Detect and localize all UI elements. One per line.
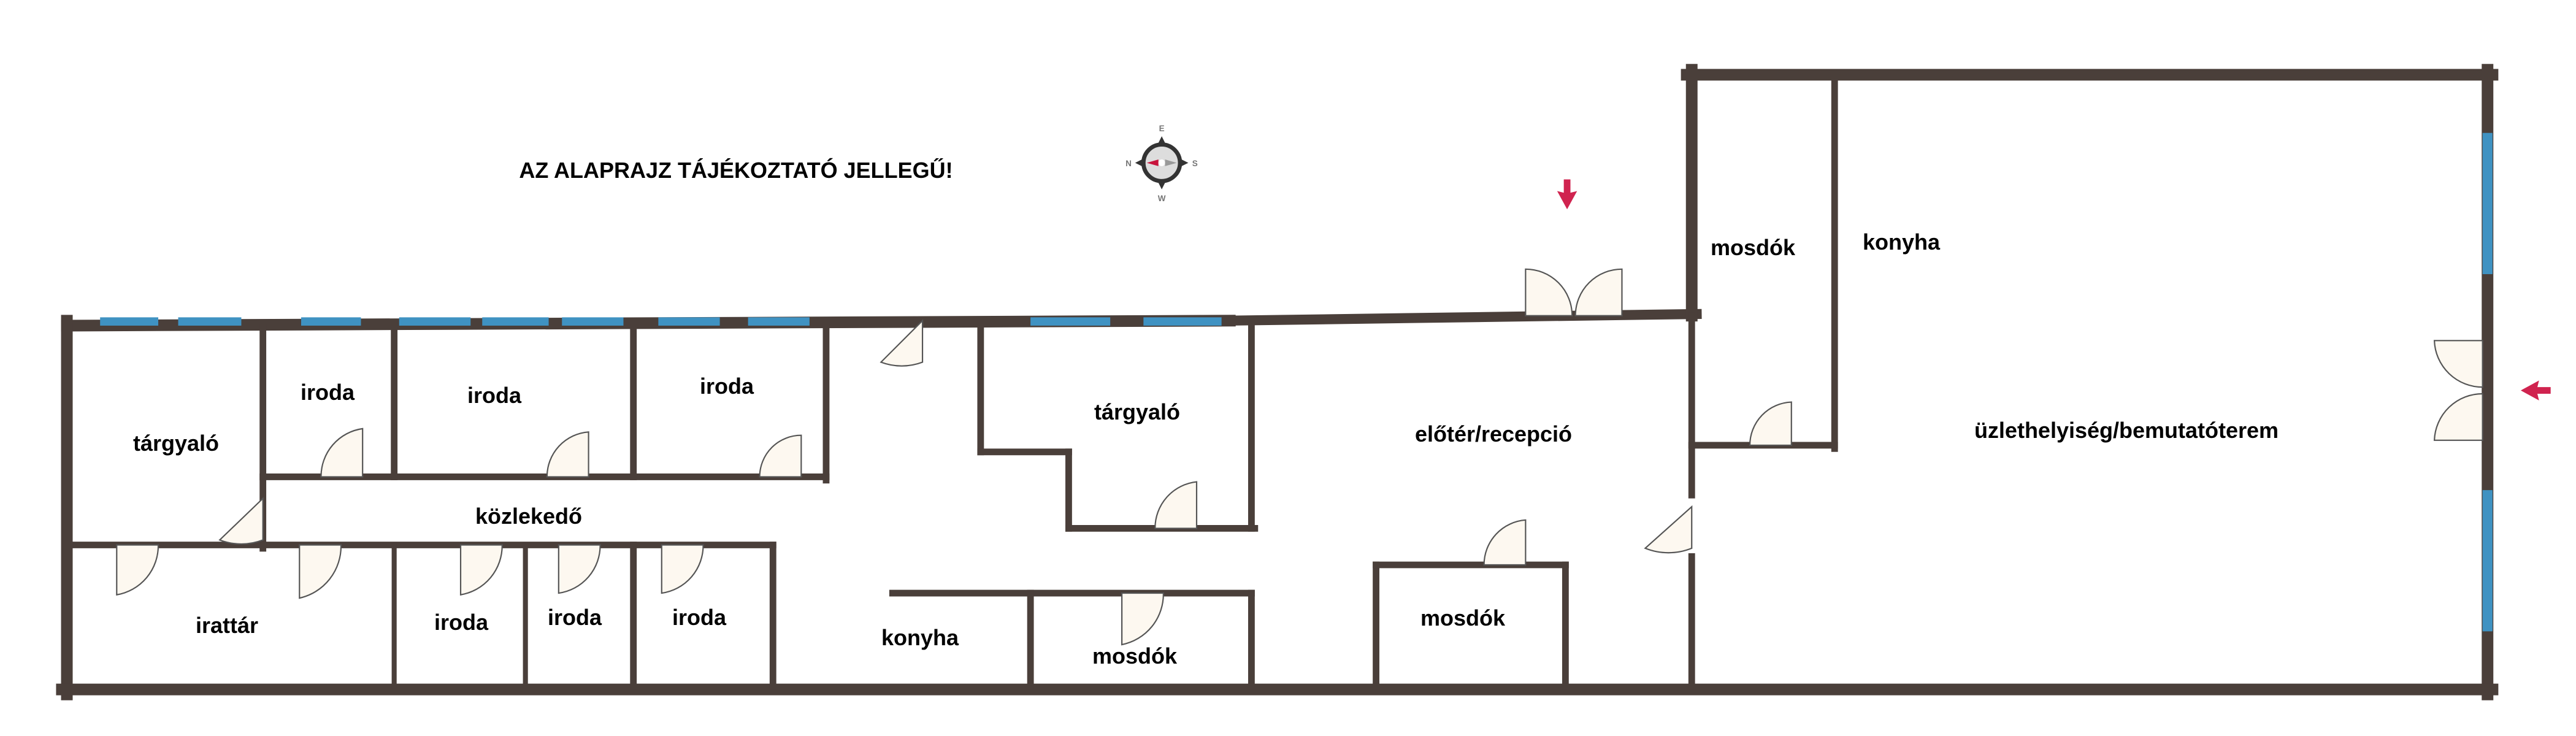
door (218, 497, 264, 545)
door (759, 434, 802, 478)
window (2482, 132, 2493, 274)
window (562, 317, 624, 326)
door (459, 544, 503, 596)
room-label: iroda (547, 605, 602, 630)
door (1483, 519, 1527, 566)
room-label: előtér/recepció (1414, 421, 1573, 447)
door (2433, 393, 2483, 441)
door (1121, 592, 1164, 646)
window (178, 317, 242, 326)
room-label: irattár (195, 613, 259, 638)
door (320, 427, 364, 478)
wall (1224, 309, 1702, 326)
room-label: iroda (434, 610, 489, 635)
door (1525, 268, 1573, 316)
window (1143, 317, 1222, 326)
room-label: konyha (881, 625, 959, 650)
compass-e: E (1159, 124, 1165, 133)
room-label: iroda (467, 383, 522, 408)
disclaimer-notice: AZ ALAPRAJZ TÁJÉKOZTATÓ JELLEGŰ! (519, 158, 953, 183)
window (301, 317, 361, 326)
window (399, 317, 471, 326)
window (100, 317, 159, 326)
door (558, 544, 601, 594)
window (658, 317, 720, 326)
entrance-arrow-icon (1557, 179, 1577, 210)
compass-w: W (1158, 194, 1166, 203)
room-label: mosdók (1092, 643, 1178, 669)
door (1154, 481, 1198, 529)
window (1030, 317, 1111, 326)
compass-s: S (1192, 159, 1198, 168)
compass-icon: N S E W (1125, 124, 1198, 203)
doors (116, 268, 2483, 646)
room-label: konyha (1862, 229, 1941, 255)
room-label: mosdók (1710, 235, 1796, 260)
room-label: mosdók (1420, 605, 1506, 631)
door (116, 544, 159, 596)
door (299, 544, 342, 599)
entrance-arrow-icon (2520, 380, 2551, 401)
walls (56, 64, 2499, 700)
compass-n: N (1125, 159, 1132, 168)
door (2433, 340, 2483, 388)
room-label: tárgyaló (1094, 399, 1181, 424)
door (880, 319, 924, 367)
door (1749, 401, 1792, 447)
room-label: üzlethelyiség/bemutatóterem (1974, 418, 2279, 443)
room-label: tárgyaló (132, 431, 220, 456)
windows (100, 132, 2493, 632)
room-label: iroda (672, 605, 727, 630)
door (661, 544, 704, 594)
window (482, 317, 549, 326)
room-label: közlekedő (475, 504, 583, 529)
window (2482, 490, 2493, 632)
door (1644, 505, 1693, 554)
door (1574, 268, 1623, 316)
door (546, 431, 589, 478)
window (748, 317, 810, 326)
room-label: iroda (699, 374, 754, 399)
room-label: iroda (300, 380, 355, 405)
